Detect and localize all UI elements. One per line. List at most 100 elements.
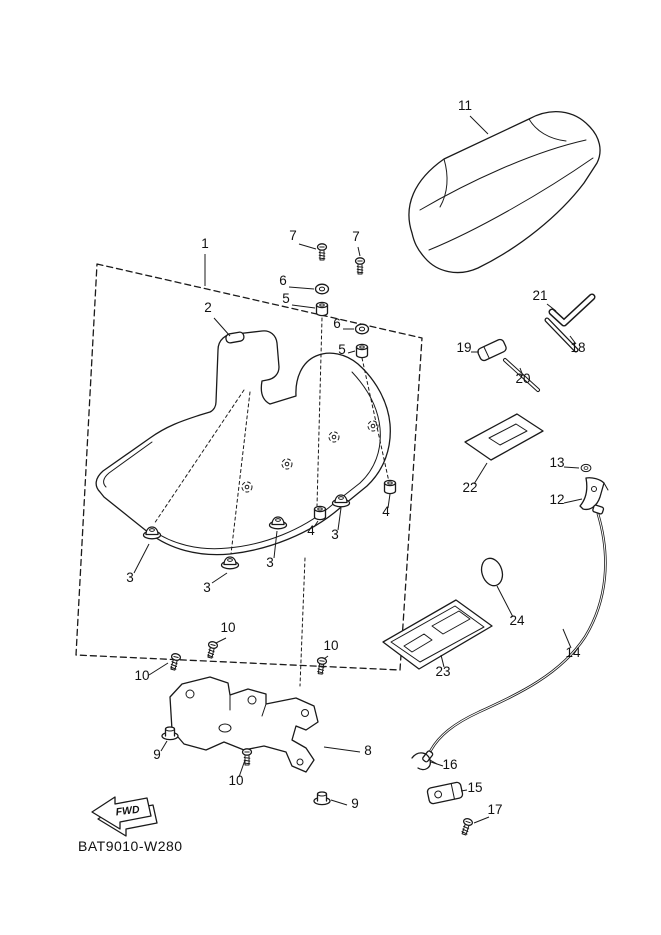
leader-line-5 xyxy=(291,304,316,309)
callout-3: 3 xyxy=(266,555,274,570)
leader-line-16 xyxy=(430,761,444,767)
screw-7a xyxy=(316,243,328,261)
collar-5a xyxy=(315,301,329,317)
leader-line-15 xyxy=(460,789,468,792)
callout-22: 22 xyxy=(462,480,477,495)
manual-pouch xyxy=(382,599,493,670)
callout-1: 1 xyxy=(201,236,209,251)
callout-14: 14 xyxy=(565,645,581,660)
fwd-arrow: FWD xyxy=(91,796,158,837)
leader-line-4 xyxy=(387,493,391,509)
screw-10a xyxy=(167,652,182,672)
leader-line-3 xyxy=(337,507,342,531)
leader-line-24 xyxy=(496,585,514,618)
seat-front-hook xyxy=(225,331,245,344)
callout-10: 10 xyxy=(323,638,338,653)
grommet-6b xyxy=(354,323,370,335)
callout-16: 16 xyxy=(442,757,457,772)
callout-18: 18 xyxy=(570,340,585,355)
leader-line-9 xyxy=(160,740,168,752)
leader-line-7 xyxy=(357,246,361,257)
leader-line-2 xyxy=(213,317,231,337)
diagram-code: BAT9010-W280 xyxy=(78,838,183,854)
callout-3: 3 xyxy=(331,527,339,542)
small-pouch xyxy=(464,413,544,461)
leader-line-10 xyxy=(148,662,169,676)
seat-lock xyxy=(426,781,464,805)
leader-line-6 xyxy=(288,286,315,290)
callout-11: 11 xyxy=(458,98,472,113)
rubber-plug xyxy=(480,557,504,587)
callout-23: 23 xyxy=(435,664,450,679)
leader-line-20 xyxy=(519,367,524,377)
callout-9: 9 xyxy=(153,747,161,762)
damper-3b xyxy=(220,556,240,570)
callout-4: 4 xyxy=(382,504,390,519)
seat-base-pan xyxy=(95,330,391,556)
leader-line-10 xyxy=(238,759,246,778)
callout-5: 5 xyxy=(282,291,290,306)
callout-19: 19 xyxy=(456,340,471,355)
seat-lock-cable xyxy=(422,504,607,763)
screw-7b xyxy=(354,257,366,275)
callout-5: 5 xyxy=(338,342,346,357)
callout-12: 12 xyxy=(549,492,564,507)
leader-line-5 xyxy=(347,350,356,354)
collar-5b xyxy=(355,343,369,359)
leader-line-22 xyxy=(473,462,488,485)
collar-4b xyxy=(383,479,397,495)
screw-10b xyxy=(204,640,219,660)
callout-9: 9 xyxy=(351,796,359,811)
leader-line-10 xyxy=(323,655,329,660)
leader-line-18 xyxy=(569,335,577,345)
callout-15: 15 xyxy=(467,780,482,795)
collar-4a xyxy=(313,505,327,521)
lock-nut xyxy=(580,463,592,473)
callout-6: 6 xyxy=(333,316,341,331)
leader-line-4 xyxy=(313,520,319,528)
callout-24: 24 xyxy=(509,613,525,628)
leader-line-3 xyxy=(133,543,150,574)
leader-line-17 xyxy=(473,816,490,824)
callout-4: 4 xyxy=(307,523,315,538)
callout-2: 2 xyxy=(204,300,212,315)
leader-line-3 xyxy=(211,572,228,584)
callout-3: 3 xyxy=(126,570,134,585)
grommet-9b xyxy=(313,791,331,806)
leader-line-11 xyxy=(469,115,489,135)
leader-line-23 xyxy=(440,654,445,668)
callout-6: 6 xyxy=(279,273,287,288)
leader-line-21 xyxy=(546,303,557,312)
callout-10: 10 xyxy=(228,773,243,788)
screw-17 xyxy=(459,816,474,837)
leader-line-12 xyxy=(563,498,583,504)
leader-line-10 xyxy=(215,637,227,644)
assembly-boundary xyxy=(75,263,423,671)
grommet-6a xyxy=(314,283,330,295)
callout-13: 13 xyxy=(549,455,564,470)
callout-8: 8 xyxy=(364,743,372,758)
leader-line-9 xyxy=(330,799,348,806)
fwd-label: FWD xyxy=(115,804,141,819)
callout-10: 10 xyxy=(220,620,235,635)
striker-bracket xyxy=(579,477,609,511)
leader-line-13 xyxy=(563,466,580,469)
callout-7: 7 xyxy=(352,229,360,244)
leader-line-7 xyxy=(298,243,317,250)
leader-line-8 xyxy=(323,746,361,753)
seat-bracket xyxy=(169,676,319,773)
plug-wrench-grip xyxy=(477,338,507,362)
callout-3: 3 xyxy=(203,580,211,595)
callout-10: 10 xyxy=(134,668,149,683)
alignment-dashed-lines xyxy=(153,317,390,687)
leader-line-14 xyxy=(562,628,572,649)
callout-7: 7 xyxy=(289,228,297,243)
leader-line-3 xyxy=(273,530,278,559)
callout-17: 17 xyxy=(487,802,502,817)
callout-20: 20 xyxy=(515,371,530,386)
seat-cushion xyxy=(408,111,601,274)
callout-21: 21 xyxy=(532,288,547,303)
